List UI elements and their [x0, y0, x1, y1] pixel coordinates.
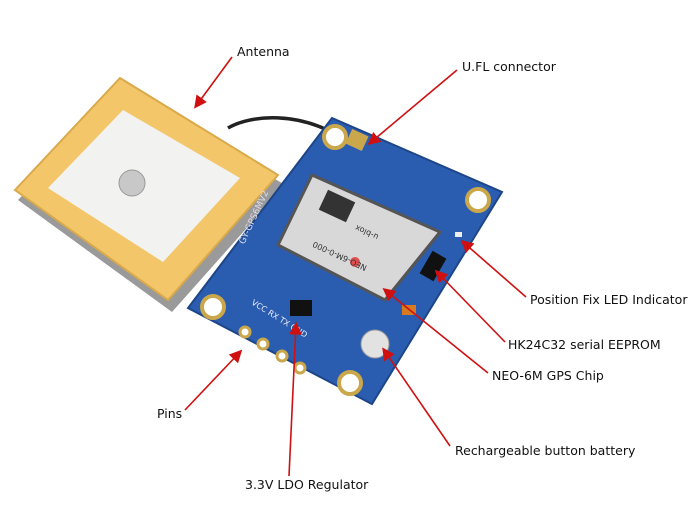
- arrow-pins: [184, 349, 243, 411]
- arrow-antenna: [194, 56, 233, 109]
- arrow-led: [460, 239, 527, 298]
- mounting-hole: [200, 294, 226, 320]
- pin-hole: [293, 361, 307, 375]
- ldo-regulator: [290, 300, 312, 316]
- label-gps-chip: NEO-6M GPS Chip: [492, 368, 604, 383]
- pin-hole: [256, 337, 270, 351]
- mounting-hole: [322, 124, 348, 150]
- mounting-hole: [465, 187, 491, 213]
- chip-logo: [350, 257, 360, 267]
- label-position-fix-led: Position Fix LED Indicator: [530, 292, 688, 307]
- label-ldo-regulator: 3.3V LDO Regulator: [245, 477, 369, 492]
- label-antenna: Antenna: [237, 44, 290, 59]
- label-button-battery: Rechargeable button battery: [455, 443, 636, 458]
- mounting-hole: [337, 370, 363, 396]
- antenna-feed: [118, 169, 146, 197]
- arrow-ufl: [367, 69, 458, 146]
- button-battery: [360, 329, 390, 359]
- label-pins: Pins: [157, 406, 183, 421]
- arrow-chip: [382, 287, 489, 374]
- arrow-ldo: [288, 321, 302, 477]
- pin-hole: [275, 349, 289, 363]
- led: [455, 232, 462, 237]
- arrow-eeprom: [434, 269, 506, 343]
- label-eeprom: HK24C32 serial EEPROM: [508, 337, 661, 352]
- chip-qr-code: [318, 189, 356, 223]
- eeprom-chip: [419, 250, 447, 282]
- pin-hole: [238, 325, 252, 339]
- ufl-connector: [345, 128, 369, 152]
- label-ufl-connector: U.FL connector: [462, 59, 556, 74]
- arrow-battery: [382, 347, 451, 447]
